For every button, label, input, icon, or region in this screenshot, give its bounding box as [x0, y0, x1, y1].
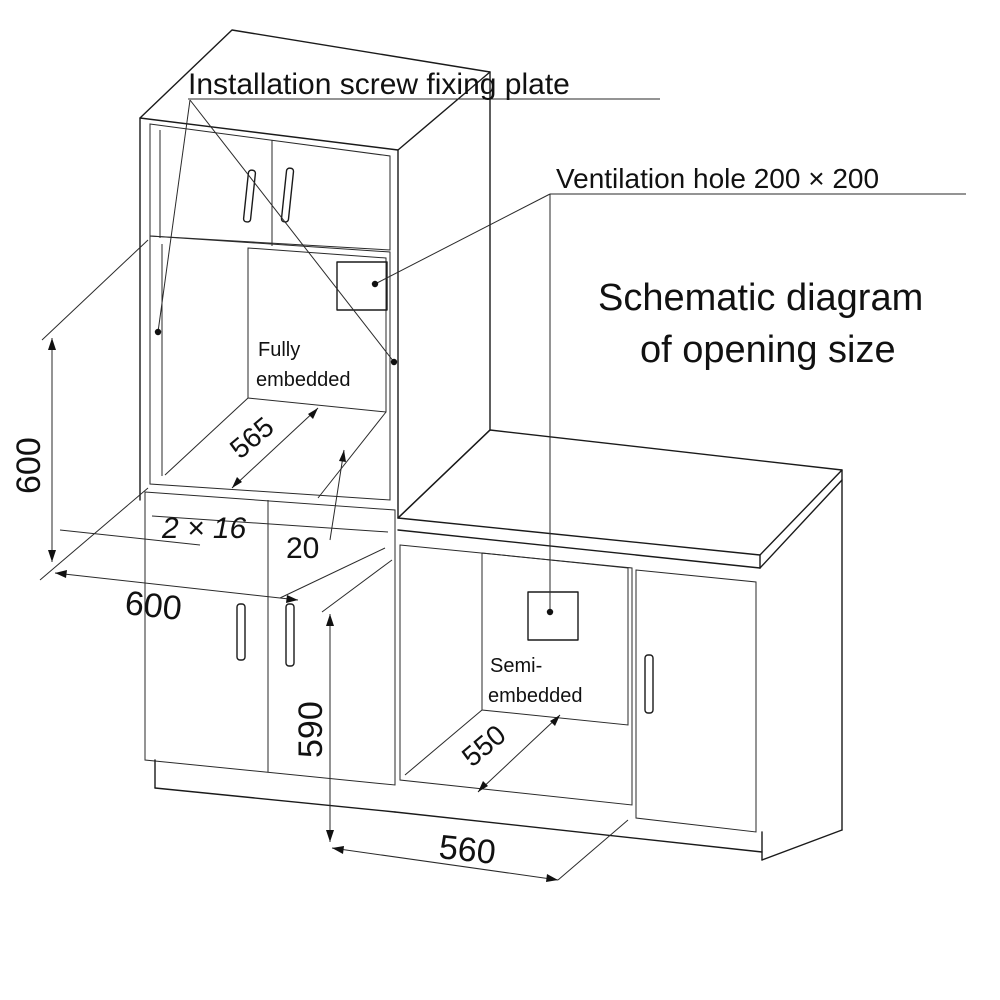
handle-icon: [242, 169, 257, 223]
fully-embedded-label-1: Fully: [258, 339, 300, 361]
ventilation-hole-upper: [336, 261, 388, 311]
title-line-2: of opening size: [640, 329, 896, 371]
dim-depth-full: 565: [224, 411, 280, 465]
dim-width-full: 600: [123, 584, 183, 628]
dim-width-semi: 560: [437, 828, 497, 872]
dim-height-semi: 590: [292, 701, 330, 758]
installation-plate-label: Installation screw fixing plate: [188, 68, 570, 101]
vent-point-lower: [546, 608, 554, 616]
semi-embedded-label-2: embedded: [488, 685, 583, 707]
cabinet-handles: [236, 167, 654, 714]
callout-leaders: [154, 98, 966, 616]
handle-icon: [280, 167, 295, 223]
base-cabinet: [394, 429, 843, 861]
ventilation-hole-label: Ventilation hole 200 × 200: [556, 163, 879, 194]
tall-cabinet: [139, 29, 491, 813]
handle-icon: [644, 654, 654, 714]
ventilation-hole-lower: [527, 591, 579, 641]
fully-embedded-label-2: embedded: [256, 369, 351, 391]
fixing-point-right: [390, 358, 398, 366]
dim-height-full: 600: [10, 437, 48, 494]
fixing-point-left: [154, 328, 162, 336]
semi-embedded-label-1: Semi-: [490, 655, 542, 677]
dimension-lines: [39, 239, 629, 882]
dim-gap: 2 × 16: [161, 512, 247, 545]
dim-offset: 20: [286, 532, 319, 565]
handle-icon: [285, 603, 295, 667]
title-line-1: Schematic diagram: [598, 277, 923, 319]
handle-icon: [236, 603, 246, 661]
vent-point-upper: [371, 280, 379, 288]
dim-depth-semi: 550: [456, 719, 512, 773]
